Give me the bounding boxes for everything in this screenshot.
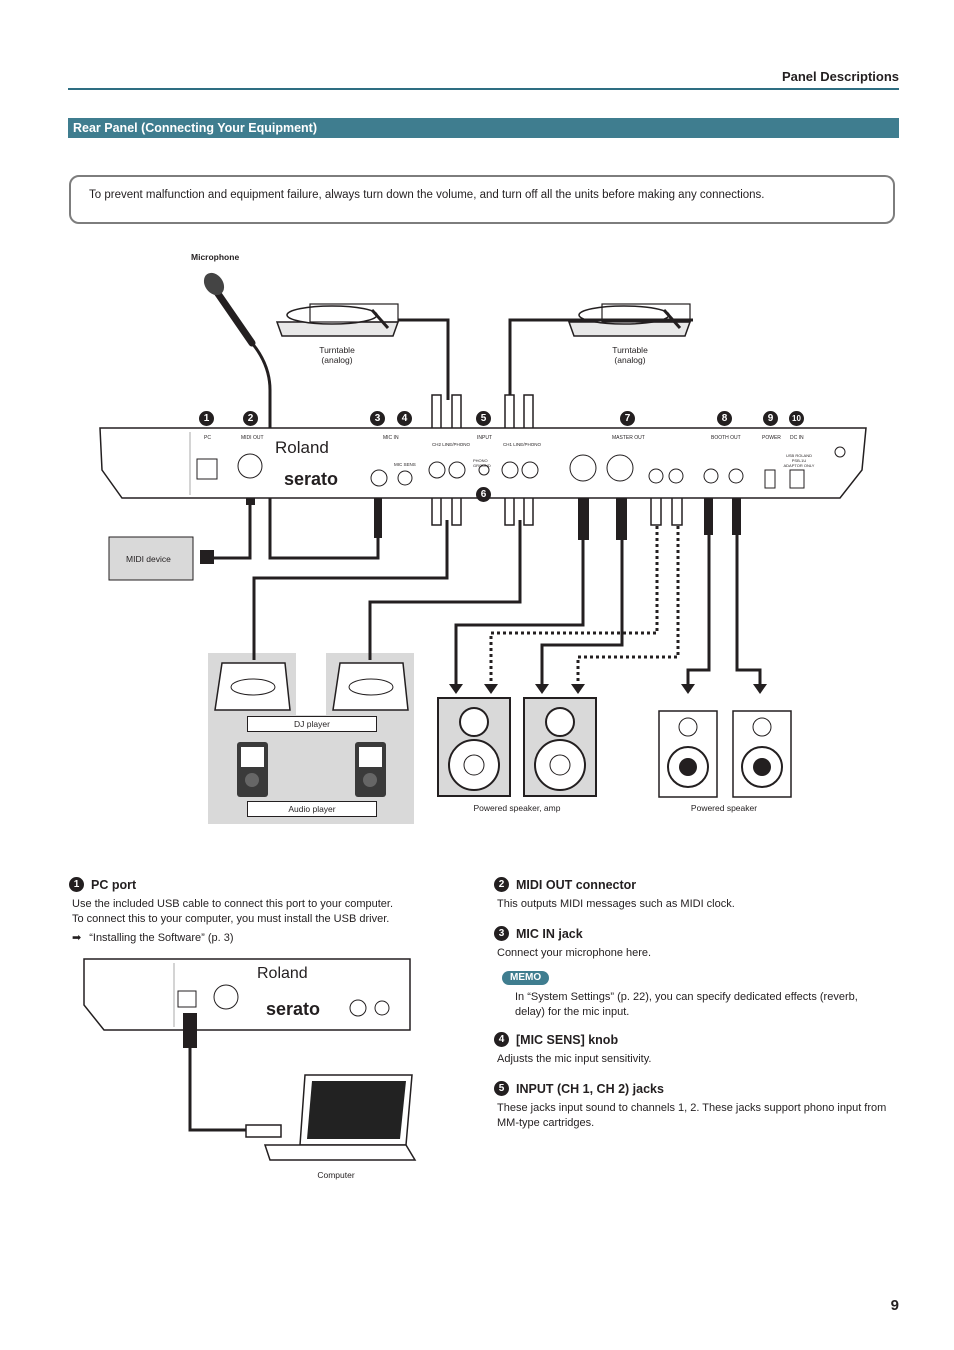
powered-speaker-amp-icon bbox=[437, 697, 597, 797]
callout-5: 5 bbox=[476, 411, 491, 426]
panel-label-ch2: CH2 LINE/PHONO bbox=[432, 442, 471, 447]
memo-block: MEMO In “System Settings” (p. 22), you c… bbox=[494, 967, 904, 1020]
microphone-icon bbox=[203, 272, 256, 347]
turntable-right-label: Turntable(analog) bbox=[612, 345, 648, 365]
panel-label-power: POWER bbox=[762, 435, 781, 441]
roland-logo: Roland bbox=[275, 438, 329, 457]
speaker-amp-label: Powered speaker, amp bbox=[473, 803, 561, 813]
section-title-bar: Rear Panel (Connecting Your Equipment) bbox=[68, 118, 899, 138]
item-title: PC port bbox=[91, 877, 137, 892]
panel-label-ch1: CH1 LINE/PHONO bbox=[503, 442, 542, 447]
item-title: MIDI OUT connector bbox=[516, 877, 637, 892]
item-title: INPUT (CH 1, CH 2) jacks bbox=[516, 1081, 664, 1096]
item-mic-in: 3 MIC IN jack Connect your microphone he… bbox=[494, 926, 904, 961]
turntable-left-label: Turntable(analog) bbox=[319, 345, 355, 365]
item-description: Adjusts the mic input sensitivity. bbox=[497, 1053, 652, 1065]
item-input-jacks: 5 INPUT (CH 1, CH 2) jacks These jacks i… bbox=[494, 1081, 904, 1131]
microphone-label: Microphone bbox=[191, 252, 240, 262]
serato-logo-small: serato bbox=[266, 999, 321, 1019]
callout-9: 9 bbox=[763, 411, 778, 426]
panel-label-midi-out: MIDI OUT bbox=[241, 435, 264, 441]
callout-4: 4 bbox=[397, 411, 412, 426]
header-rule bbox=[68, 88, 899, 90]
header-section-title: Panel Descriptions bbox=[781, 69, 899, 84]
panel-label-mic-sens: MIC SENS bbox=[394, 462, 416, 467]
item-title: MIC IN jack bbox=[516, 926, 583, 941]
panel-label-mic-in: MIC IN bbox=[383, 435, 399, 441]
powered-speaker-label: Powered speaker bbox=[690, 803, 758, 813]
arrow-right-icon: ➡ bbox=[72, 932, 82, 944]
item-number: 5 bbox=[494, 1081, 509, 1096]
panel-label-pc: PC bbox=[204, 435, 211, 441]
powered-speaker-icon bbox=[658, 710, 792, 798]
dj-player-left-icon bbox=[214, 662, 291, 711]
roland-logo-small: Roland bbox=[257, 965, 308, 982]
callout-6: 6 bbox=[476, 487, 491, 502]
audio-player-label: Audio player bbox=[247, 801, 377, 817]
right-column: 2 MIDI OUT connector This outputs MIDI m… bbox=[494, 877, 904, 1131]
item-number: 3 bbox=[494, 926, 509, 941]
page-number: 9 bbox=[890, 1297, 899, 1314]
dj-player-label: DJ player bbox=[247, 716, 377, 732]
midi-device-box bbox=[108, 536, 194, 581]
callout-3: 3 bbox=[370, 411, 385, 426]
turntable-left-icon bbox=[275, 303, 400, 337]
panel-label-booth-out: BOOTH OUT bbox=[711, 435, 741, 441]
panel-label-dc-in: DC IN bbox=[790, 435, 804, 441]
ref-link[interactable]: “Installing the Software” (p. 3) bbox=[89, 932, 234, 944]
serato-logo: serato bbox=[284, 469, 339, 489]
callout-8: 8 bbox=[717, 411, 732, 426]
item-description: This outputs MIDI messages such as MIDI … bbox=[497, 898, 735, 910]
panel-label-master-out: MASTER OUT bbox=[612, 435, 645, 441]
panel-label-usb-adaptor: USB ROLAND PSB-1U ADAPTOR ONLY bbox=[783, 453, 815, 468]
dj-player-right-icon bbox=[332, 662, 409, 711]
memo-badge: MEMO bbox=[502, 971, 550, 985]
pc-connection-illustration bbox=[83, 958, 417, 1161]
item-pc-port: 1 PC port Use the included USB cable to … bbox=[69, 877, 449, 946]
midi-device-label: MIDI device bbox=[126, 554, 171, 564]
cross-reference: ➡ “Installing the Software” (p. 3) bbox=[72, 931, 449, 946]
callout-10: 10 bbox=[789, 411, 804, 426]
item-description: Connect your microphone here. bbox=[497, 947, 652, 959]
item-mic-sens: 4 [MIC SENS] knob Adjusts the mic input … bbox=[494, 1032, 904, 1067]
panel-label-phono-ground: PHONO GROUND bbox=[473, 458, 491, 468]
rear-panel-illustration bbox=[99, 427, 867, 499]
panel-label-input: INPUT bbox=[477, 435, 492, 441]
callout-1: 1 bbox=[199, 411, 214, 426]
connection-diagram bbox=[99, 272, 867, 824]
item-number: 4 bbox=[494, 1032, 509, 1047]
memo-text: In “System Settings” (p. 22), you can sp… bbox=[515, 991, 858, 1018]
item-description: These jacks input sound to channels 1, 2… bbox=[497, 1102, 887, 1129]
item-number: 2 bbox=[494, 877, 509, 892]
item-number: 1 bbox=[69, 877, 84, 892]
item-description: Use the included USB cable to connect th… bbox=[69, 897, 449, 946]
caution-notice: To prevent malfunction and equipment fai… bbox=[69, 175, 895, 224]
item-heading: 1 PC port bbox=[69, 877, 449, 892]
audio-player-left-icon bbox=[237, 742, 268, 797]
computer-label: Computer bbox=[317, 1170, 355, 1180]
item-title: [MIC SENS] knob bbox=[516, 1032, 619, 1047]
audio-player-right-icon bbox=[355, 742, 386, 797]
callout-2: 2 bbox=[243, 411, 258, 426]
item-midi-out: 2 MIDI OUT connector This outputs MIDI m… bbox=[494, 877, 904, 912]
callout-7: 7 bbox=[620, 411, 635, 426]
